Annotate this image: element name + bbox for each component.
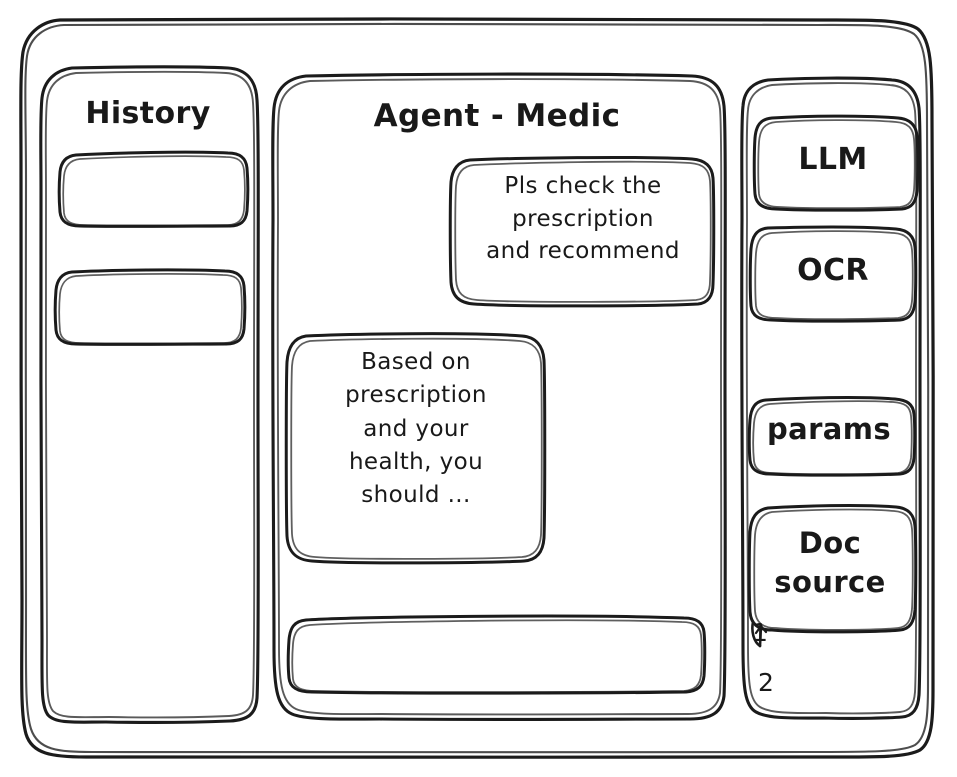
ocr-button-strokes (748, 225, 918, 323)
doc-source-list-item-2[interactable]: 2 (758, 668, 775, 697)
tools-panel-strokes (740, 76, 922, 720)
ocr-button-label: OCR (797, 253, 869, 288)
agent-panel-title: Agent - Medic (373, 98, 621, 134)
llm-button-strokes (752, 114, 920, 212)
doc-list-connector-strokes (751, 620, 768, 648)
doc-source-button-strokes (747, 503, 918, 634)
history-panel-title: History (85, 96, 211, 131)
params-button-strokes (747, 395, 917, 477)
history-item-2[interactable] (55, 269, 245, 345)
agent-message-text: Based on prescription and your health, y… (345, 349, 487, 509)
window-frame-strokes (19, 17, 936, 760)
history-item-1[interactable] (58, 151, 248, 227)
composer-input[interactable] (289, 616, 705, 694)
params-button-label: params (766, 412, 892, 446)
agent-panel-strokes (271, 72, 727, 721)
doc-source-button-label: Doc source (774, 526, 886, 600)
user-message-bubble-strokes (448, 155, 716, 308)
history-item-1-strokes (57, 150, 250, 228)
history-panel-strokes (39, 65, 260, 724)
agent-message-bubble-strokes (284, 332, 547, 565)
composer-input-strokes (286, 614, 707, 695)
user-message-text: Pls check the prescription and recommend (486, 173, 680, 265)
doc-source-list-item-1[interactable]: 1 (752, 618, 769, 647)
history-item-2-strokes (53, 268, 247, 346)
llm-button-label: LLM (798, 142, 868, 177)
